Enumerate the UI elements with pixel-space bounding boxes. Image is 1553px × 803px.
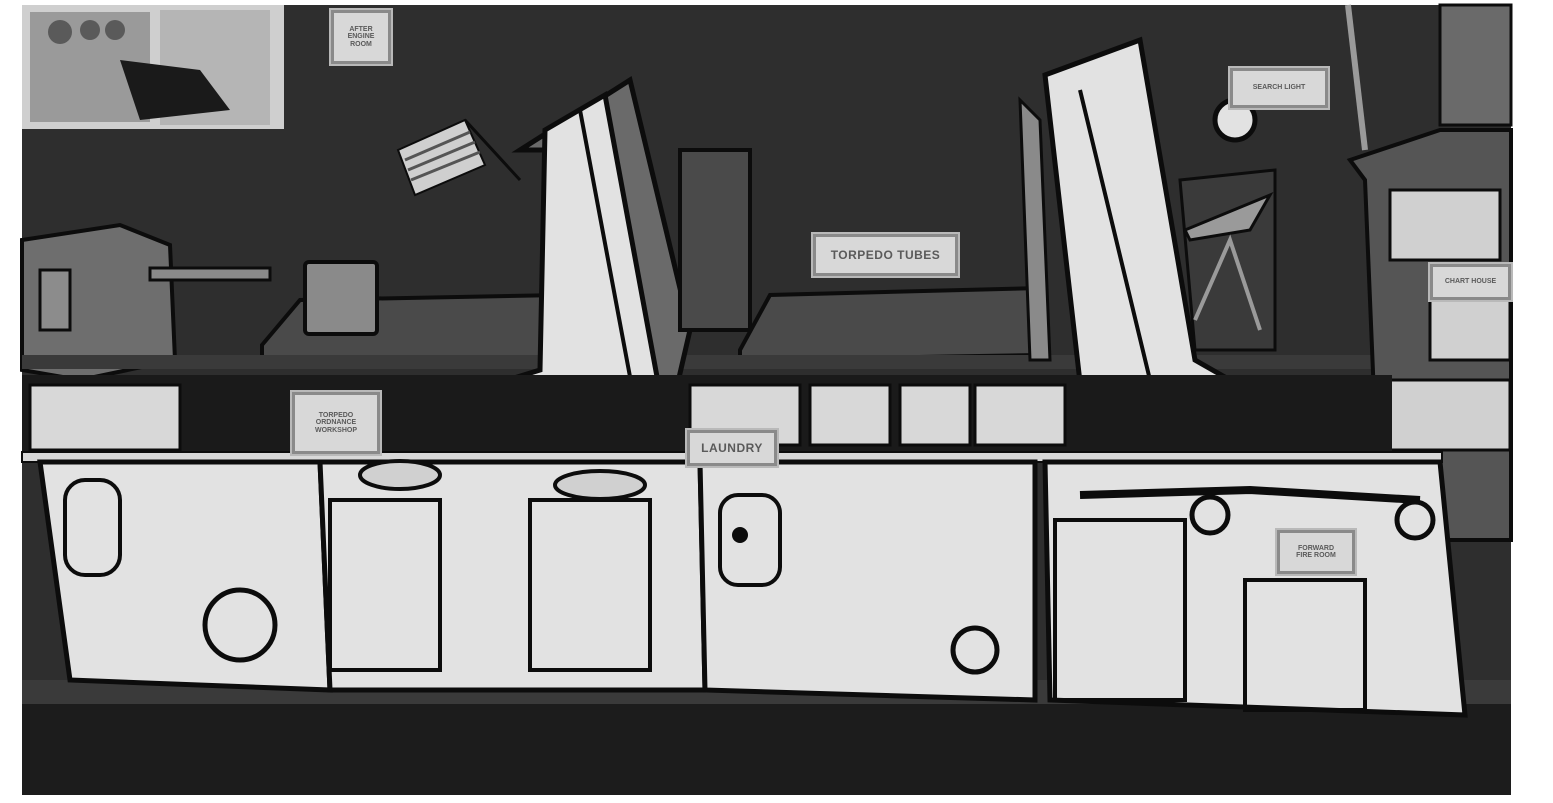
placard-chart-house: CHART HOUSE [1430, 264, 1511, 300]
gun-mount [20, 222, 272, 383]
searchlight-tower [1178, 97, 1277, 352]
placard-line: AFTER [349, 25, 373, 33]
placard-line: ROOM [350, 40, 372, 48]
lower-compartments [37, 459, 1468, 718]
placard-text: TORPEDO TUBES [830, 247, 941, 262]
placard-line: WORKSHOP [315, 426, 357, 434]
placard-line: TORPEDO [318, 411, 354, 419]
placard-text: SEARCH LIGHT [1252, 84, 1306, 92]
placard-search-light: SEARCH LIGHT [1230, 68, 1328, 108]
placard-line: FIRE ROOM [1296, 552, 1336, 559]
placard-laundry: LAUNDRY [687, 430, 777, 466]
placard-line: FORWARD [1297, 544, 1335, 552]
placard-torpedo-tubes: TORPEDO TUBES [813, 234, 958, 276]
floor [22, 700, 1511, 795]
placard-after-engine-room: AFTER ENGINE ROOM [331, 10, 391, 64]
placard-torpedo-ordnance-workshop: TORPEDO ORDNANCE WORKSHOP [292, 392, 380, 454]
placard-line: ORDNANCE [315, 419, 357, 427]
placard-text: LAUNDRY [701, 440, 763, 455]
flag [396, 118, 522, 197]
framed-photo [22, 5, 284, 129]
placard-text: CHART HOUSE [1444, 278, 1497, 286]
placard-forward-fire-room: FORWARD FIRE ROOM [1277, 530, 1355, 574]
placard-line: ENGINE [347, 33, 375, 41]
deck-machinery [678, 148, 752, 332]
